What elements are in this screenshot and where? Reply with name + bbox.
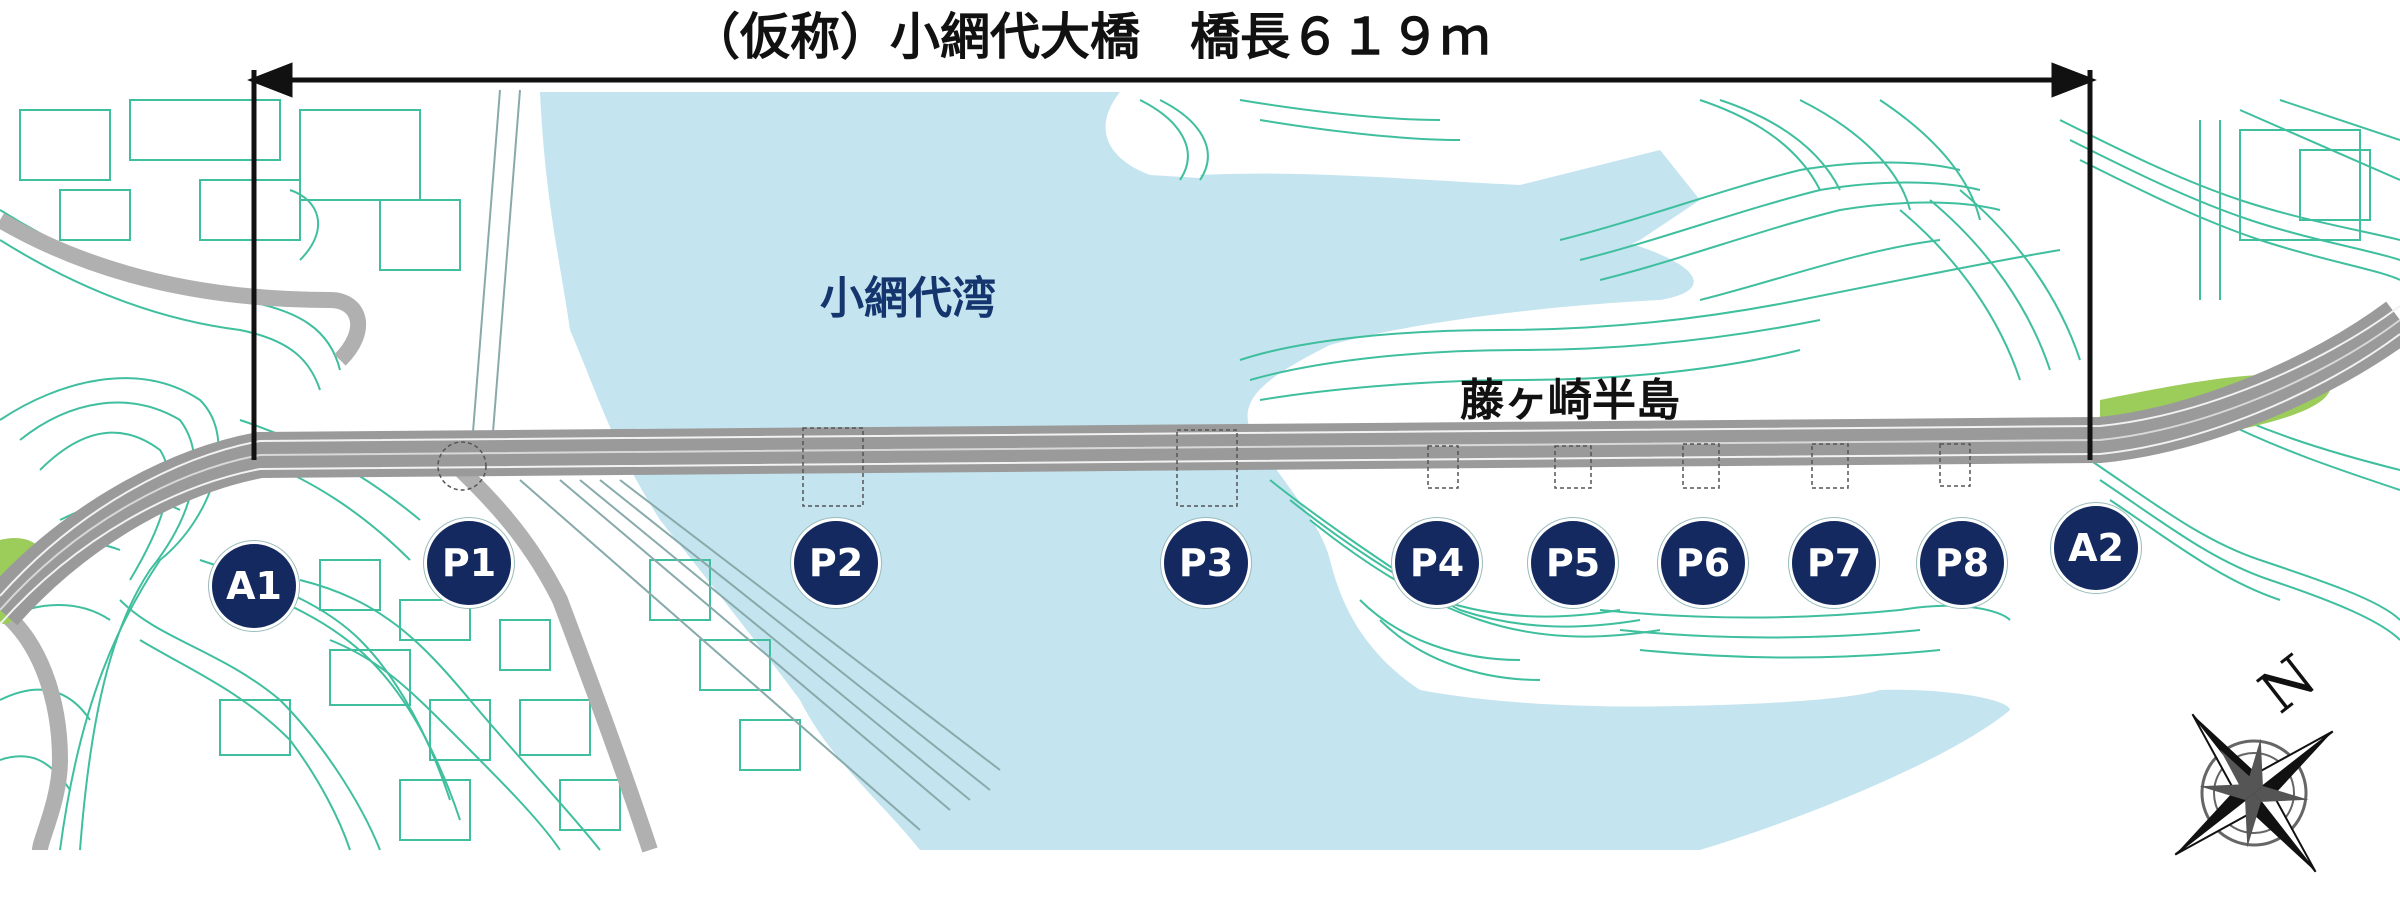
bridge-title: （仮称）小網代大橋 橋長６１９ｍ [690,8,1490,66]
pier-footprints [437,427,1971,507]
compass-rose-icon [2174,713,2334,873]
pier-badge-p1: P1 [424,518,514,608]
pier-badge-a1: A1 [209,541,299,631]
bridge-deck [0,301,2400,626]
pier-badge-p2: P2 [791,518,881,608]
buildings-east [2199,120,2371,300]
pier-badge-p5: P5 [1528,518,1618,608]
pier-badge-p6: P6 [1658,518,1748,608]
water-inner-cove [1200,150,1700,340]
pier-badge-p4: P4 [1392,518,1482,608]
peninsula-label: 藤ヶ崎半島 [1460,375,1680,426]
water-bay [540,92,2010,850]
bay-label: 小網代湾 [820,273,996,324]
pier-badge-p8: P8 [1917,518,2007,608]
pier-badge-p3: P3 [1161,518,1251,608]
harbor-facility [469,89,1001,831]
pier-badge-p7: P7 [1789,518,1879,608]
span-dimension [247,62,2097,460]
pier-badge-a2: A2 [2051,503,2141,593]
roads-west [0,213,658,853]
contours-east [1139,99,2400,681]
